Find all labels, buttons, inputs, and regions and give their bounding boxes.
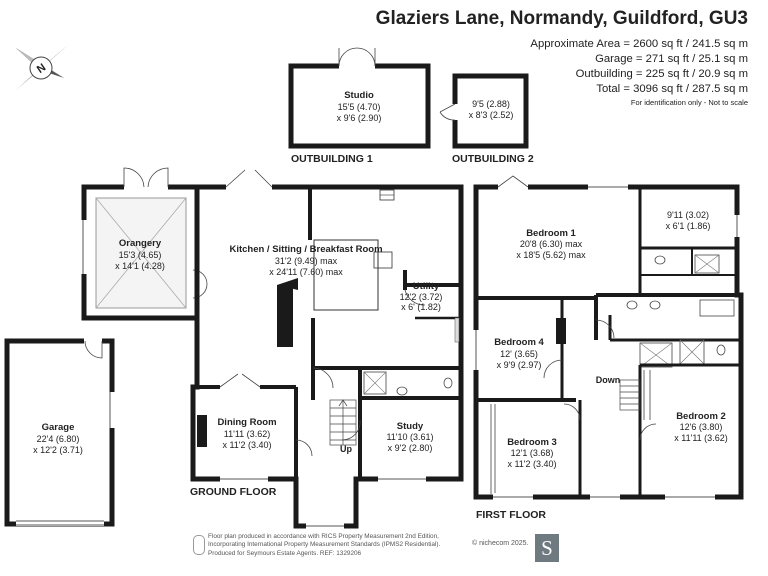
footer-line-3: Produced for Seymours Estate Agents. REF… (208, 549, 362, 557)
first-floor-label: FIRST FLOOR (476, 509, 546, 521)
outbuilding-area: Outbuilding = 225 sq ft / 20.9 sq m (575, 68, 748, 80)
outbuilding-2-label: OUTBUILDING 2 (452, 153, 534, 165)
studio-dim-2: x 9'6 (2.90) (337, 113, 382, 123)
bedroom-2-label: Bedroom 2 (676, 411, 726, 422)
rics-badge-icon (193, 535, 205, 555)
garage: Garage 22'4 (6.80) x 12'2 (3.71) (4, 337, 116, 527)
study-label: Study (397, 421, 424, 432)
studio-dim-1: 15'5 (4.70) (338, 102, 381, 112)
outbuilding-1: Studio 15'5 (4.70) x 9'6 (2.90) OUTBUILD… (288, 47, 431, 165)
bedroom-1-dim-1: 20'8 (6.30) max (520, 239, 583, 249)
first-floor (472, 175, 744, 501)
footer-line-1: Floor plan produced in accordance with R… (208, 533, 439, 540)
bedroom-2-dim-1: 12'6 (3.80) (680, 422, 723, 432)
dining-label: Dining Room (217, 417, 276, 428)
outbuilding-2: 9'5 (2.88) x 8'3 (2.52) OUTBUILDING 2 (439, 73, 534, 165)
agent-logo: S (535, 534, 559, 562)
area-summary: Approximate Area = 2600 sq ft / 241.5 sq… (530, 37, 748, 109)
stairs-up-label: Up (340, 444, 352, 454)
bedroom-3-dim-2: x 11'2 (3.40) (507, 459, 556, 469)
ground-floor (80, 167, 464, 530)
copyright-notice: © nichecom 2025. (472, 540, 529, 547)
outbuilding-1-label: OUTBUILDING 1 (291, 153, 373, 165)
kitchen-dim-1: 31'2 (9.49) max (275, 256, 338, 266)
study-dim-2: x 9'2 (2.80) (388, 443, 433, 453)
outbuilding-2-dim-2: x 8'3 (2.52) (469, 110, 514, 120)
bedroom-4-dim-1: 12' (3.65) (500, 349, 538, 359)
kitchen-label: Kitchen / Sitting / Breakfast Room (229, 244, 382, 255)
studio-label: Studio (344, 90, 374, 101)
study-dim-1: 11'10 (3.61) (386, 432, 433, 442)
garage-label: Garage (42, 422, 75, 433)
utility-dim-1: 12'2 (3.72) (400, 292, 443, 302)
garage-dim-2: x 12'2 (3.71) (33, 445, 83, 455)
total-area: Total = 3096 sq ft / 287.5 sq m (596, 83, 748, 95)
bedroom-3-dim-1: 12'1 (3.68) (511, 448, 554, 458)
orangery-dim-2: x 14'1 (4.28) (115, 261, 165, 271)
footer-disclaimer: Floor plan produced in accordance with R… (208, 533, 440, 558)
kitchen-dim-2: x 24'11 (7.60) max (269, 267, 343, 277)
stairs-down-label: Down (596, 375, 621, 385)
scale-note: For identification only - Not to scale (630, 98, 748, 107)
dressing-dim-1: 9'11 (3.02) (667, 210, 709, 220)
dining-dim-1: 11'11 (3.62) (224, 429, 270, 439)
footer-line-2: Incorporating International Property Mea… (208, 541, 441, 549)
bedroom-2-dim-2: x 11'11 (3.62) (674, 433, 727, 443)
bedroom-1-dim-2: x 18'5 (5.62) max (516, 250, 586, 260)
approximate-area: Approximate Area = 2600 sq ft / 241.5 sq… (530, 38, 748, 50)
orangery-label: Orangery (119, 238, 162, 249)
ground-floor-label: GROUND FLOOR (190, 486, 277, 498)
bedroom-4-label: Bedroom 4 (494, 337, 544, 348)
dressing-dim-2: x 6'1 (1.86) (666, 221, 711, 231)
orangery-dim-1: 15'3 (4.65) (119, 250, 162, 260)
outbuilding-2-dim-1: 9'5 (2.88) (472, 99, 510, 109)
dining-dim-2: x 11'2 (3.40) (222, 440, 271, 450)
property-address: Glaziers Lane, Normandy, Guildford, GU3 (375, 8, 748, 29)
compass-icon: N (16, 45, 68, 90)
bedroom-1-label: Bedroom 1 (526, 228, 576, 239)
garage-dim-1: 22'4 (6.80) (37, 434, 80, 444)
garage-area: Garage = 271 sq ft / 25.1 sq m (595, 53, 748, 65)
bedroom-4-dim-2: x 9'9 (2.97) (497, 360, 542, 370)
utility-label: Utility (413, 281, 440, 292)
utility-dim-2: x 6' (1.82) (401, 302, 441, 312)
bedroom-3-label: Bedroom 3 (507, 437, 557, 448)
